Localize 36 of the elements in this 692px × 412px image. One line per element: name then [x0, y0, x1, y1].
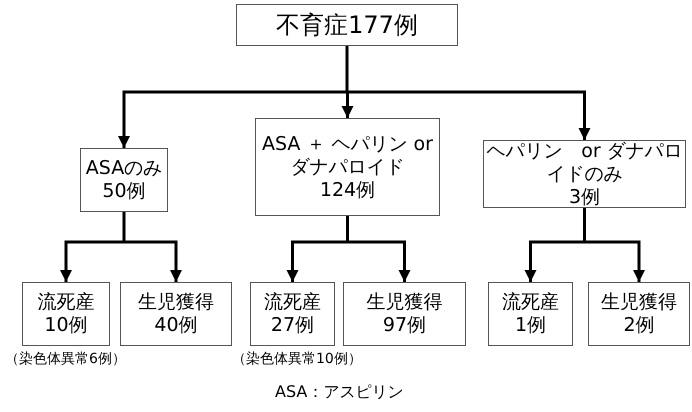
arrow	[346, 216, 410, 282]
box-text: 124例	[320, 178, 376, 202]
box-text: 50例	[102, 180, 146, 203]
process-box	[483, 140, 686, 208]
box-text: 1例	[514, 314, 546, 337]
box-text: 3例	[568, 186, 600, 208]
box-text: 生児獲得	[138, 291, 214, 314]
arrow	[583, 208, 645, 282]
box-text: 流死産	[502, 291, 559, 314]
box-text: ヘパリン or ダナパロイドのみ	[485, 140, 684, 186]
box-text: 生児獲得	[601, 291, 677, 314]
process-box	[343, 282, 466, 346]
footnote-text: ASA：アスピリン	[275, 382, 404, 403]
process-box	[255, 118, 440, 216]
box-text: 2例	[623, 314, 655, 337]
box-text: 流死産	[38, 291, 94, 314]
box-text: 不育症177例	[276, 11, 418, 39]
process-box	[22, 282, 110, 346]
box-text: 生児獲得	[366, 291, 442, 314]
process-box	[488, 282, 573, 346]
process-box	[80, 148, 168, 212]
arrow	[122, 212, 182, 282]
box-text: ASA ＋ ヘパリン or ダナパロイド	[261, 132, 434, 178]
arrow	[346, 46, 590, 140]
note-text: （染色体異常10例）	[232, 350, 362, 368]
box-text: 27例	[270, 314, 314, 337]
box-text: 97例	[382, 314, 426, 337]
box-text: 40例	[154, 314, 198, 337]
note-text: （染色体異常6例）	[5, 350, 126, 368]
process-box	[588, 282, 690, 346]
box-text: ASAのみ	[86, 157, 162, 180]
process-box	[120, 282, 232, 346]
box-text: 10例	[44, 314, 88, 337]
process-box	[236, 4, 458, 46]
process-box	[250, 282, 335, 346]
box-text: 流死産	[264, 291, 321, 314]
